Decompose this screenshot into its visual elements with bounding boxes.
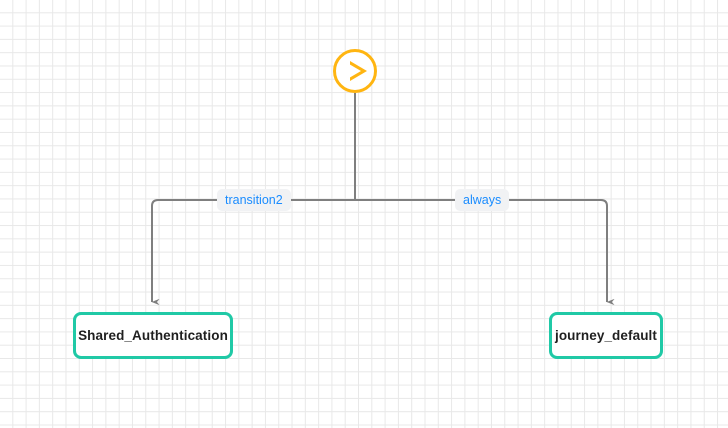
start-node[interactable]: [333, 49, 377, 93]
state-node-label: journey_default: [554, 328, 658, 343]
edge-path-always: [355, 199, 615, 306]
edge-label-always[interactable]: always: [455, 189, 510, 211]
state-node-label: Shared_Authentication: [78, 328, 228, 343]
play-triangle-inner: [349, 64, 361, 78]
state-node-journey-default[interactable]: journey_default: [549, 312, 663, 359]
edge-path-transition2: [151, 199, 355, 306]
edge-label-transition2[interactable]: transition2: [217, 189, 291, 211]
state-node-shared-authentication[interactable]: Shared_Authentication: [73, 312, 233, 359]
